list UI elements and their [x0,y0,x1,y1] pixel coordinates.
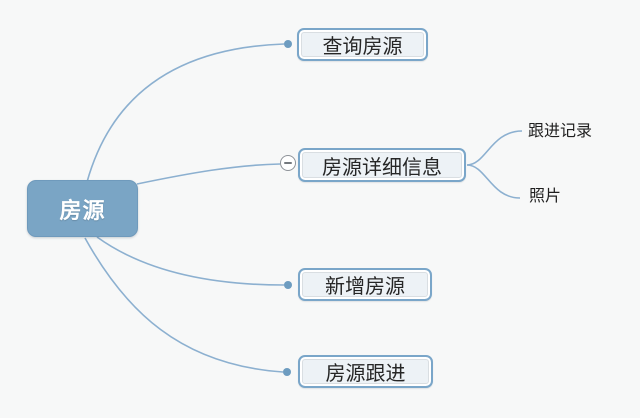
topic-listing-followup[interactable]: 房源跟进 [298,355,433,388]
topic-query-listing[interactable]: 查询房源 [297,28,428,61]
anchor-dot-add-listing [284,281,292,289]
topic-listing-detail[interactable]: 房源详细信息 [298,148,466,182]
anchor-dot-listing-followup [283,368,291,376]
connector-root-to-listing-detail [136,163,281,185]
connector-root-to-query-listing [86,43,285,183]
root-topic-label: 房源 [59,197,106,223]
collapse-button-listing-detail[interactable] [280,155,296,171]
topic-listing-detail-label: 房源详细信息 [322,156,442,179]
topic-listing-followup-label: 房源跟进 [325,363,406,385]
minus-icon [284,162,292,164]
root-topic-listings[interactable]: 房源 [27,180,138,237]
topic-add-listing[interactable]: 新增房源 [298,268,432,301]
connector-root-to-add-listing [96,236,285,286]
connector-detail-to-photo [466,164,521,199]
subtopic-photo[interactable]: 照片 [529,188,562,205]
anchor-dot-query-listing [284,40,292,48]
topic-add-listing-label: 新增房源 [325,276,405,298]
connector-detail-to-followup-record [466,130,523,166]
connector-root-to-listing-followup [84,237,284,373]
topic-query-listing-label: 查询房源 [322,36,403,58]
subtopic-followup-record[interactable]: 跟进记录 [528,123,593,140]
